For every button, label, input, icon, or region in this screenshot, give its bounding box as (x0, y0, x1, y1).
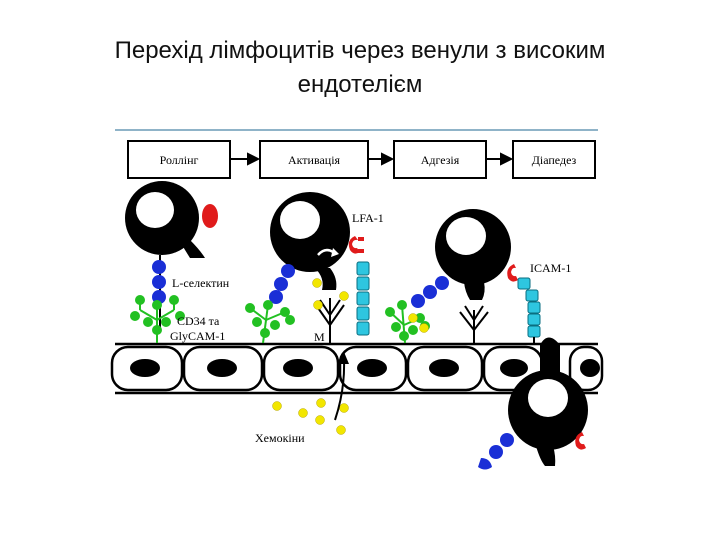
label-cd34-line2: GlyCAM-1 (170, 329, 225, 343)
endothelial-nucleus (207, 359, 237, 377)
title-line-2: ендотелієм (297, 71, 423, 98)
lymphocyte-nucleus-3 (446, 217, 486, 255)
lfa1-bound (507, 264, 518, 282)
lymphocyte-activation (270, 192, 364, 290)
stage-label-adhesion: Адгезія (421, 153, 460, 167)
stage-box-activation (259, 140, 369, 179)
cd34-glycam-tree-3 (385, 300, 430, 344)
icam-chain-2 (517, 277, 541, 338)
endothelial-nucleus (357, 359, 387, 377)
stage-arrowhead-3 (500, 152, 514, 166)
endothelial-nucleus (580, 359, 600, 377)
chemokine-receptor-2 (459, 305, 489, 343)
icam-chain-1 (356, 261, 370, 336)
lfa1-inactive-1 (202, 204, 218, 228)
stage-label-diapedesis: Діапедез (532, 153, 577, 167)
label-cd34-line1: CD34 та (177, 314, 220, 328)
endothelial-nucleus (130, 359, 160, 377)
label-lfa1: LFA-1 (352, 211, 384, 225)
lymphocyte-adhesion (435, 209, 518, 300)
lymphocyte-nucleus-2 (280, 201, 320, 239)
label-icam1: ICAM-1 (530, 261, 571, 275)
slide-title: Перехід лімфоцитів через венули з високи… (0, 34, 720, 102)
cd34-glycam-tree-1 (130, 295, 185, 343)
cd34-glycam-tree-2 (245, 300, 295, 344)
stage-box-rolling (127, 140, 231, 179)
stage-arrowhead-2 (381, 152, 395, 166)
l-selectin-chain-2 (269, 264, 295, 304)
l-selectin-chain-4 (478, 433, 514, 470)
endothelial-nucleus (500, 359, 528, 377)
stage-flow: Роллінг Активація Адгезія Діапедез (127, 140, 596, 179)
lymphocyte-nucleus-4 (528, 379, 568, 417)
title-line-1: Перехід лімфоцитів через венули з високи… (114, 37, 606, 64)
stage-box-adhesion (393, 140, 487, 179)
stage-arrowhead-1 (247, 152, 261, 166)
chemokine-transport-arrow (334, 352, 349, 421)
lymphocyte-diapedesis (508, 337, 588, 466)
stage-label-activation: Активація (288, 153, 341, 167)
label-chemokines: Хемокіни (255, 431, 305, 445)
lfa1-active (348, 236, 360, 254)
lymphocyte-rolling (125, 181, 218, 330)
l-selectin-chain-3 (411, 276, 449, 308)
l-selectin-chain (152, 260, 166, 304)
label-m: M (314, 330, 325, 344)
stage-box-diapedesis (512, 140, 596, 179)
chemokine-dots (272, 278, 429, 435)
endothelium (110, 342, 604, 395)
lfa1-diapedesis (575, 432, 586, 450)
stage-label-rolling: Роллінг (160, 153, 199, 167)
lymphocyte-nucleus-1 (136, 192, 174, 228)
label-l-selectin: L-селектин (172, 276, 230, 290)
endothelial-nucleus (283, 359, 313, 377)
endothelial-nucleus (429, 359, 459, 377)
